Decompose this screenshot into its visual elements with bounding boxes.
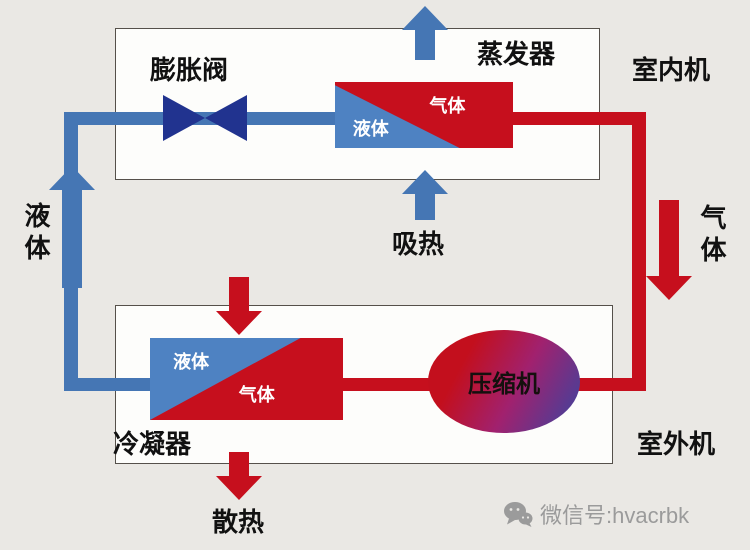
indoor-unit-title: 室内机 — [632, 55, 711, 85]
liquid-pipe-from-condenser — [64, 378, 156, 391]
wechat-id-text: 微信号:hvacrbk — [540, 503, 690, 528]
up-arrow-icon-absorb-heat — [402, 170, 448, 220]
evaporator-title: 蒸发器 — [477, 39, 556, 69]
evaporator-liquid-label: 液体 — [352, 119, 389, 139]
expansion-valve-left-wing — [163, 95, 205, 141]
gas-riser-pipe — [632, 112, 646, 385]
evaporator-gas-label: 气体 — [429, 95, 466, 116]
down-arrow-icon-condenser-in — [216, 277, 262, 335]
evaporator-block: 液体 气体 — [335, 82, 513, 148]
expansion-valve-right-wing — [205, 95, 247, 141]
gas-pipe-to-compressor — [570, 378, 646, 391]
down-arrow-icon-gas-riser — [646, 200, 692, 300]
down-arrow-icon-release-heat — [216, 452, 262, 500]
expansion-valve-symbol — [163, 95, 247, 141]
up-arrow-icon-evaporator-out — [402, 6, 448, 60]
release-heat-title: 散热 — [212, 507, 265, 537]
wechat-footer: 微信号:hvacrbk — [503, 498, 689, 530]
gas-riser-title: 气体 — [697, 204, 727, 268]
gas-pipe-from-evaporator — [508, 112, 646, 125]
wechat-chat-bubbles-icon — [503, 501, 533, 528]
compressor-label: 压缩机 — [468, 371, 540, 398]
compressor-ellipse: 压缩机 — [428, 330, 580, 433]
outdoor-unit-title: 室外机 — [637, 429, 716, 459]
condenser-block: 液体 气体 — [150, 338, 343, 420]
up-arrow-icon-liquid-riser — [49, 166, 95, 288]
condenser-liquid-label: 液体 — [173, 351, 210, 372]
liquid-riser-title: 液体 — [21, 202, 51, 266]
condenser-gas-label: 气体 — [238, 384, 275, 405]
gas-pipe-condenser-to-compressor — [338, 378, 438, 391]
condenser-title: 冷凝器 — [113, 429, 192, 459]
expansion-valve-title: 膨胀阀 — [150, 55, 229, 85]
absorb-heat-title: 吸热 — [392, 229, 445, 259]
